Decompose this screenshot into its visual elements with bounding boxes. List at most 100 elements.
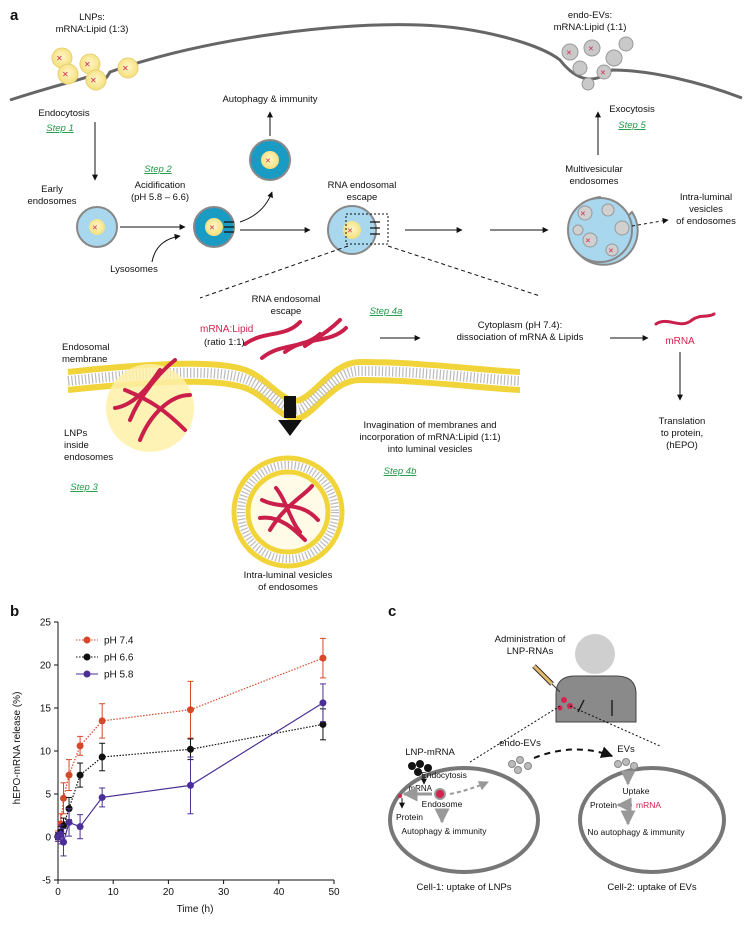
x-tick-label: 10 bbox=[108, 887, 120, 898]
data-point bbox=[186, 706, 194, 714]
invagination-line3: into luminal vesicles bbox=[388, 444, 473, 455]
lysosome-arrow bbox=[151, 233, 181, 263]
protein-c-right-label: Protein bbox=[590, 800, 617, 810]
legend-label: pH 6.6 bbox=[104, 653, 134, 664]
svg-text:✕: ✕ bbox=[600, 70, 606, 77]
data-point bbox=[57, 830, 65, 838]
rna-escape-mid-line2: escape bbox=[271, 306, 302, 317]
legend-marker bbox=[83, 670, 91, 678]
legend-marker bbox=[83, 653, 91, 661]
multivesicular-endosome: ✕✕✕ bbox=[567, 195, 639, 266]
uptake-label: Uptake bbox=[623, 786, 650, 796]
multivesicular-line2: endosomes bbox=[569, 176, 618, 187]
intraluminal-right-line1: Intra-luminal bbox=[680, 192, 732, 203]
data-point bbox=[98, 793, 106, 801]
mrna-lipid-label: mRNA:Lipid bbox=[200, 324, 253, 335]
translation-line1: Translation bbox=[659, 416, 706, 427]
acidification-line2: (pH 5.8 – 6.6) bbox=[131, 192, 189, 203]
lnp-mrna-label: LNP-mRNA bbox=[405, 747, 455, 758]
ev-icons bbox=[614, 758, 638, 770]
y-tick-label: -5 bbox=[42, 876, 51, 887]
lnps-inside-line1: LNPs bbox=[64, 428, 87, 439]
administration-line2: LNP-RNAs bbox=[507, 646, 554, 657]
autophagy-c-label: Autophagy & immunity bbox=[401, 826, 487, 836]
early-endosomes-line1: Early bbox=[41, 184, 63, 195]
svg-text:✕: ✕ bbox=[84, 60, 91, 69]
cell-2-label: Cell-2: uptake of EVs bbox=[607, 882, 696, 893]
step-2-label: Step 2 bbox=[144, 164, 172, 175]
autophagy-label: Autophagy & immunity bbox=[222, 94, 317, 105]
mrna-c-left-label: mRNA bbox=[408, 784, 432, 793]
endo-ev-icons bbox=[508, 756, 532, 774]
svg-text:✕: ✕ bbox=[90, 76, 97, 85]
x-tick-label: 40 bbox=[273, 887, 285, 898]
translation-line2: to protein, bbox=[661, 428, 703, 439]
endocytosis-c-label: Endocytosis bbox=[421, 770, 467, 780]
svg-text:✕: ✕ bbox=[122, 64, 129, 73]
step-1-label: Step 1 bbox=[46, 123, 73, 134]
transfer-arrow bbox=[533, 746, 614, 759]
autophagy-endosome: ✕ bbox=[249, 139, 291, 181]
x-tick-label: 50 bbox=[328, 887, 340, 898]
lnps-title-line1: LNPs: bbox=[79, 12, 105, 23]
data-point bbox=[65, 818, 73, 826]
svg-text:✕: ✕ bbox=[92, 225, 98, 232]
cytoplasm-line2: dissociation of mRNA & Lipids bbox=[457, 332, 584, 343]
svg-text:✕: ✕ bbox=[265, 158, 271, 165]
y-tick-label: 5 bbox=[45, 790, 51, 801]
evs-label: EVs bbox=[617, 744, 635, 755]
svg-text:✕: ✕ bbox=[580, 211, 586, 218]
data-point bbox=[60, 822, 68, 830]
lnps-inside-line3: endosomes bbox=[64, 452, 113, 463]
cell-1-label: Cell-1: uptake of LNPs bbox=[416, 882, 511, 893]
lnps-inside-line2: inside bbox=[64, 440, 89, 451]
invagination-line2: incorporation of mRNA:Lipid (1:1) bbox=[360, 432, 501, 443]
multivesicular-line1: Multivesicular bbox=[565, 164, 623, 175]
data-point bbox=[60, 838, 68, 846]
lnp-cluster: ✕✕ ✕✕ ✕ bbox=[51, 47, 139, 91]
svg-text:✕: ✕ bbox=[209, 225, 215, 232]
step-5-label: Step 5 bbox=[618, 120, 646, 131]
acidified-endosome: ✕ bbox=[193, 206, 235, 248]
endosome-c bbox=[434, 788, 446, 800]
panel-a: a ✕✕ ✕✕ ✕ LNPs: mRNA:Lipid (1:3) ✕✕✕ end… bbox=[9, 7, 743, 593]
data-point bbox=[186, 745, 194, 753]
data-point bbox=[319, 699, 327, 707]
rna-escape-top-line1: RNA endosomal bbox=[328, 180, 397, 191]
mrna-free-label: mRNA bbox=[665, 336, 695, 347]
person-figure bbox=[555, 634, 637, 723]
x-axis-title: Time (h) bbox=[177, 904, 214, 915]
syringe-icon bbox=[532, 664, 561, 693]
mrna-c-right-label: mRNA bbox=[636, 800, 661, 810]
endosomal-membrane-line1: Endosomal bbox=[62, 342, 110, 353]
legend-label: pH 7.4 bbox=[104, 636, 134, 647]
lnp-icons bbox=[408, 760, 432, 776]
x-tick-label: 30 bbox=[218, 887, 230, 898]
exocytosis-label: Exocytosis bbox=[609, 104, 655, 115]
svg-text:✕: ✕ bbox=[62, 70, 69, 79]
panel-a-label: a bbox=[10, 7, 19, 24]
intraluminal-right-line3: of endosomes bbox=[676, 216, 736, 227]
escape-endosome: ✕ bbox=[327, 205, 389, 255]
no-autophagy-label: No autophagy & immunity bbox=[587, 827, 685, 837]
step-4b-label: Step 4b bbox=[384, 466, 417, 477]
early-endosomes-line2: endosomes bbox=[27, 196, 76, 207]
translation-line3: (hEPO) bbox=[666, 440, 698, 451]
panel-c-label: c bbox=[388, 603, 396, 620]
invagination-line1: Invagination of membranes and bbox=[363, 420, 496, 431]
endocytosis-label: Endocytosis bbox=[38, 108, 89, 119]
rna-escape-top-line2: escape bbox=[347, 192, 378, 203]
rna-escape-mid-line1: RNA endosomal bbox=[252, 294, 321, 305]
cell-1 bbox=[388, 766, 540, 874]
endosomal-membrane-line2: membrane bbox=[62, 354, 107, 365]
chart-legend: pH 7.4pH 6.6pH 5.8 bbox=[76, 636, 134, 681]
data-point bbox=[186, 781, 194, 789]
endo-ev-cluster bbox=[561, 36, 634, 91]
lnps-title-line2: mRNA:Lipid (1:3) bbox=[56, 24, 129, 35]
data-point bbox=[319, 720, 327, 728]
ratio-label: (ratio 1:1) bbox=[204, 337, 245, 348]
data-point bbox=[65, 771, 73, 779]
zoomed-membrane bbox=[67, 312, 716, 452]
x-tick-label: 20 bbox=[163, 887, 175, 898]
